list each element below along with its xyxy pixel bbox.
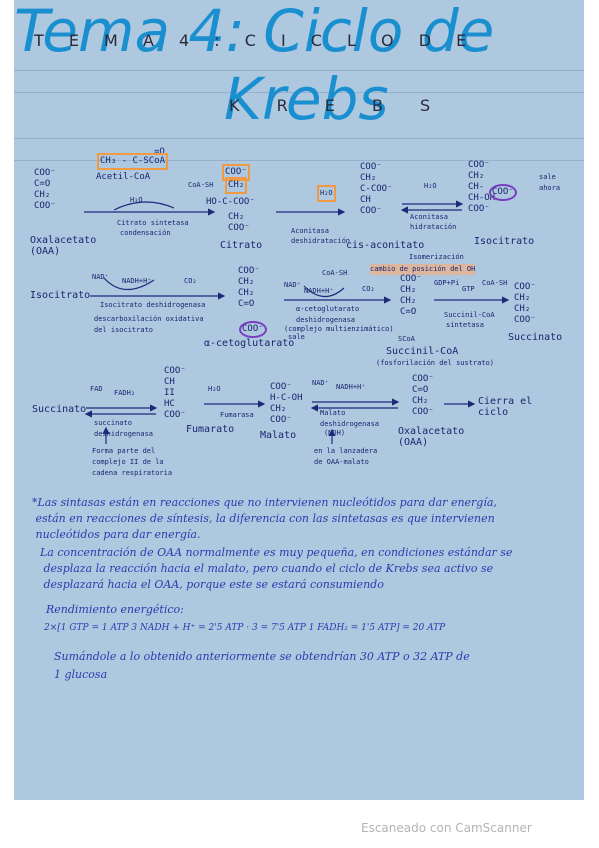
cis-aconitato-label: cis-aconitato bbox=[346, 240, 425, 251]
coash-3: CoA-SH bbox=[482, 279, 508, 287]
reaction-arrows bbox=[84, 200, 510, 444]
arrow-nad-curve-1 bbox=[103, 277, 155, 291]
notebook-page: Tema 4: Ciclo de T E M A 4 : C I C L O D… bbox=[14, 0, 584, 800]
citrato-mid: HO-C-COO⁻ bbox=[206, 197, 255, 207]
co2-1: CO₂ bbox=[184, 277, 197, 285]
succinil-coa-formula: COO⁻ CH₂ CH₂ C=O bbox=[400, 274, 422, 317]
fad: FAD bbox=[90, 385, 103, 393]
succinil-coa-note: (fosforilación del sustrato) bbox=[376, 359, 495, 367]
enzyme-succinil-coa-sintetasa: Succinil-CoA bbox=[444, 311, 495, 319]
fadh2: FADH₂ bbox=[114, 389, 136, 397]
h2o-1: H₂O bbox=[130, 196, 143, 204]
enzyme-succinato-deshidrogenasa: succinato deshidrogenasa bbox=[94, 419, 154, 438]
note-complejo-ii: Forma parte del complejo II de la cadena… bbox=[92, 447, 173, 477]
enzyme-aconitasa-1: Aconitasa bbox=[291, 227, 329, 235]
page-subtitle: Krebs bbox=[224, 65, 389, 133]
oaa-label-2: Oxalacetato (OAA) bbox=[398, 426, 465, 448]
isocitrato-label-2: Isocitrato bbox=[30, 290, 91, 301]
isomerization-note-2: cambio de posición del OH bbox=[370, 264, 476, 275]
enzyme-aconitasa-2: Aconitasa bbox=[410, 213, 448, 221]
subtitle-spaced-letters: K R E B S bbox=[229, 96, 447, 115]
oxalacetato-label: Oxalacetato (OAA) bbox=[30, 235, 97, 257]
enzyme-descarboxilacion: descarboxilación oxidativa del isocitrat… bbox=[94, 315, 204, 334]
citrato-label: Citrato bbox=[220, 240, 263, 251]
title-spaced-letters: T E M A 4 : C I C L O D E bbox=[34, 31, 477, 50]
enzyme-complejo: (complejo multienzimático) bbox=[284, 325, 394, 333]
arrow-acetil-curve bbox=[113, 201, 175, 211]
gdp-pi: GDP+Pi bbox=[434, 279, 460, 287]
enzyme-sintetasa: sintetasa bbox=[446, 321, 484, 329]
akg-coo-circled: COO⁻ bbox=[239, 321, 267, 338]
nad-3: NAD⁺ bbox=[312, 379, 329, 387]
paragraph-oaa: La concentración de OAA normalmente es m… bbox=[40, 546, 513, 591]
note-lanzadera: en la lanzadera de OAA-malato bbox=[314, 447, 378, 466]
nad-1: NAD⁺ bbox=[92, 273, 109, 281]
isocitrato-note: sale ahora bbox=[539, 173, 561, 192]
energy-calculation: 2×[1 GTP = 1 ATP 3 NADH + H⁺ = 2'5 ATP ·… bbox=[44, 623, 446, 633]
enzyme-deshidratacion: deshidratación bbox=[291, 237, 351, 245]
oaa-formula-2: COO⁻ C=O CH₂ COO⁻ bbox=[412, 374, 434, 417]
oxalacetato-formula: COO⁻ C=O CH₂ COO⁻ bbox=[34, 168, 56, 211]
enzyme-hidratacion: hidratación bbox=[410, 223, 457, 231]
enzyme-isocitrato-deshidrogenasa: Isocitrato deshidrogenasa bbox=[100, 301, 206, 309]
co2-2: CO₂ bbox=[362, 285, 375, 293]
h2o-3: H₂O bbox=[424, 182, 437, 190]
isocitrato-label-1: Isocitrato bbox=[474, 236, 535, 247]
coash-2: CoA-SH bbox=[322, 269, 348, 277]
fumarato-label: Fumarato bbox=[186, 424, 235, 435]
enzyme-condensacion: condensación bbox=[120, 229, 171, 237]
enzyme-citrato-sintetasa: Citrato sintetasa bbox=[117, 219, 189, 227]
nadh-1: NADH+H⁺ bbox=[122, 277, 152, 285]
succinil-coa-label: Succinil-CoA bbox=[386, 346, 459, 357]
arrow-nad-curve-2 bbox=[303, 285, 345, 298]
malato-formula: COO⁻ H-C-OH CH₂ COO⁻ bbox=[270, 382, 303, 425]
nadh-2: NADH+H⁺ bbox=[304, 287, 334, 295]
heading-rendimiento: Rendimiento energético: bbox=[46, 603, 184, 616]
page-title: Tema 4: Ciclo de bbox=[14, 0, 495, 65]
camscanner-footer: Escaneado con CamScanner bbox=[361, 821, 532, 835]
akg-note: sale bbox=[288, 333, 305, 341]
gtp: GTP bbox=[462, 285, 475, 293]
fumarato-formula: COO⁻ CH II HC COO⁻ bbox=[164, 366, 186, 420]
nadh-3: NADH+H⁺ bbox=[336, 383, 366, 391]
nad-2: NAD⁺ bbox=[284, 281, 301, 289]
h2o-2: H₂O bbox=[317, 185, 336, 202]
cierra-ciclo: Cierra el ciclo bbox=[478, 396, 533, 418]
coash-1: CoA-SH bbox=[188, 181, 214, 189]
enzyme-malato-deshidrogenasa: Malato deshidrogenasa bbox=[320, 409, 380, 428]
succinato-formula: COO⁻ CH₂ CH₂ COO⁻ bbox=[514, 282, 536, 325]
acetil-coa-label: Acetil-CoA bbox=[96, 172, 151, 182]
enzyme-fumarasa: Fumarasa bbox=[220, 411, 254, 419]
enzyme-akg-deshidrogenasa: α-cetoglutarato deshidrogenasa bbox=[296, 305, 360, 324]
isocitrato-coo-circled: COO⁻ bbox=[489, 184, 517, 201]
succinil-coa-sub: SCoA bbox=[398, 335, 415, 343]
akg-label: α-cetoglutarato bbox=[204, 338, 295, 349]
isocitrato-formula: COO⁻ CH₂ CH- CH-OH COO⁻ bbox=[468, 160, 496, 214]
isomerization-note: Isomerización bbox=[409, 253, 464, 261]
malato-label: Malato bbox=[260, 430, 297, 441]
paragraph-total: Sumándole a lo obtenido anteriormente se… bbox=[54, 650, 470, 681]
cis-aconitato-formula: COO⁻ CH₂ C-COO⁻ CH COO⁻ bbox=[360, 162, 393, 216]
succinato-label-1: Succinato bbox=[508, 332, 563, 343]
citrato-bottom: CH₂ COO⁻ bbox=[228, 212, 250, 233]
acetil-coa-oxo: =O bbox=[154, 147, 165, 157]
paragraph-sintasas: *Las sintasas están en reacciones que no… bbox=[32, 496, 497, 541]
h2o-4: H₂O bbox=[208, 385, 221, 393]
succinato-label-2: Succinato bbox=[32, 404, 87, 415]
citrato-top: COO⁻ bbox=[222, 164, 250, 181]
acetil-coa-formula: CH₃ - C-SCoA bbox=[96, 153, 169, 170]
citrato-ch2: CH₂ bbox=[224, 177, 248, 194]
akg-formula: COO⁻ CH₂ CH₂ C=O bbox=[238, 266, 260, 309]
